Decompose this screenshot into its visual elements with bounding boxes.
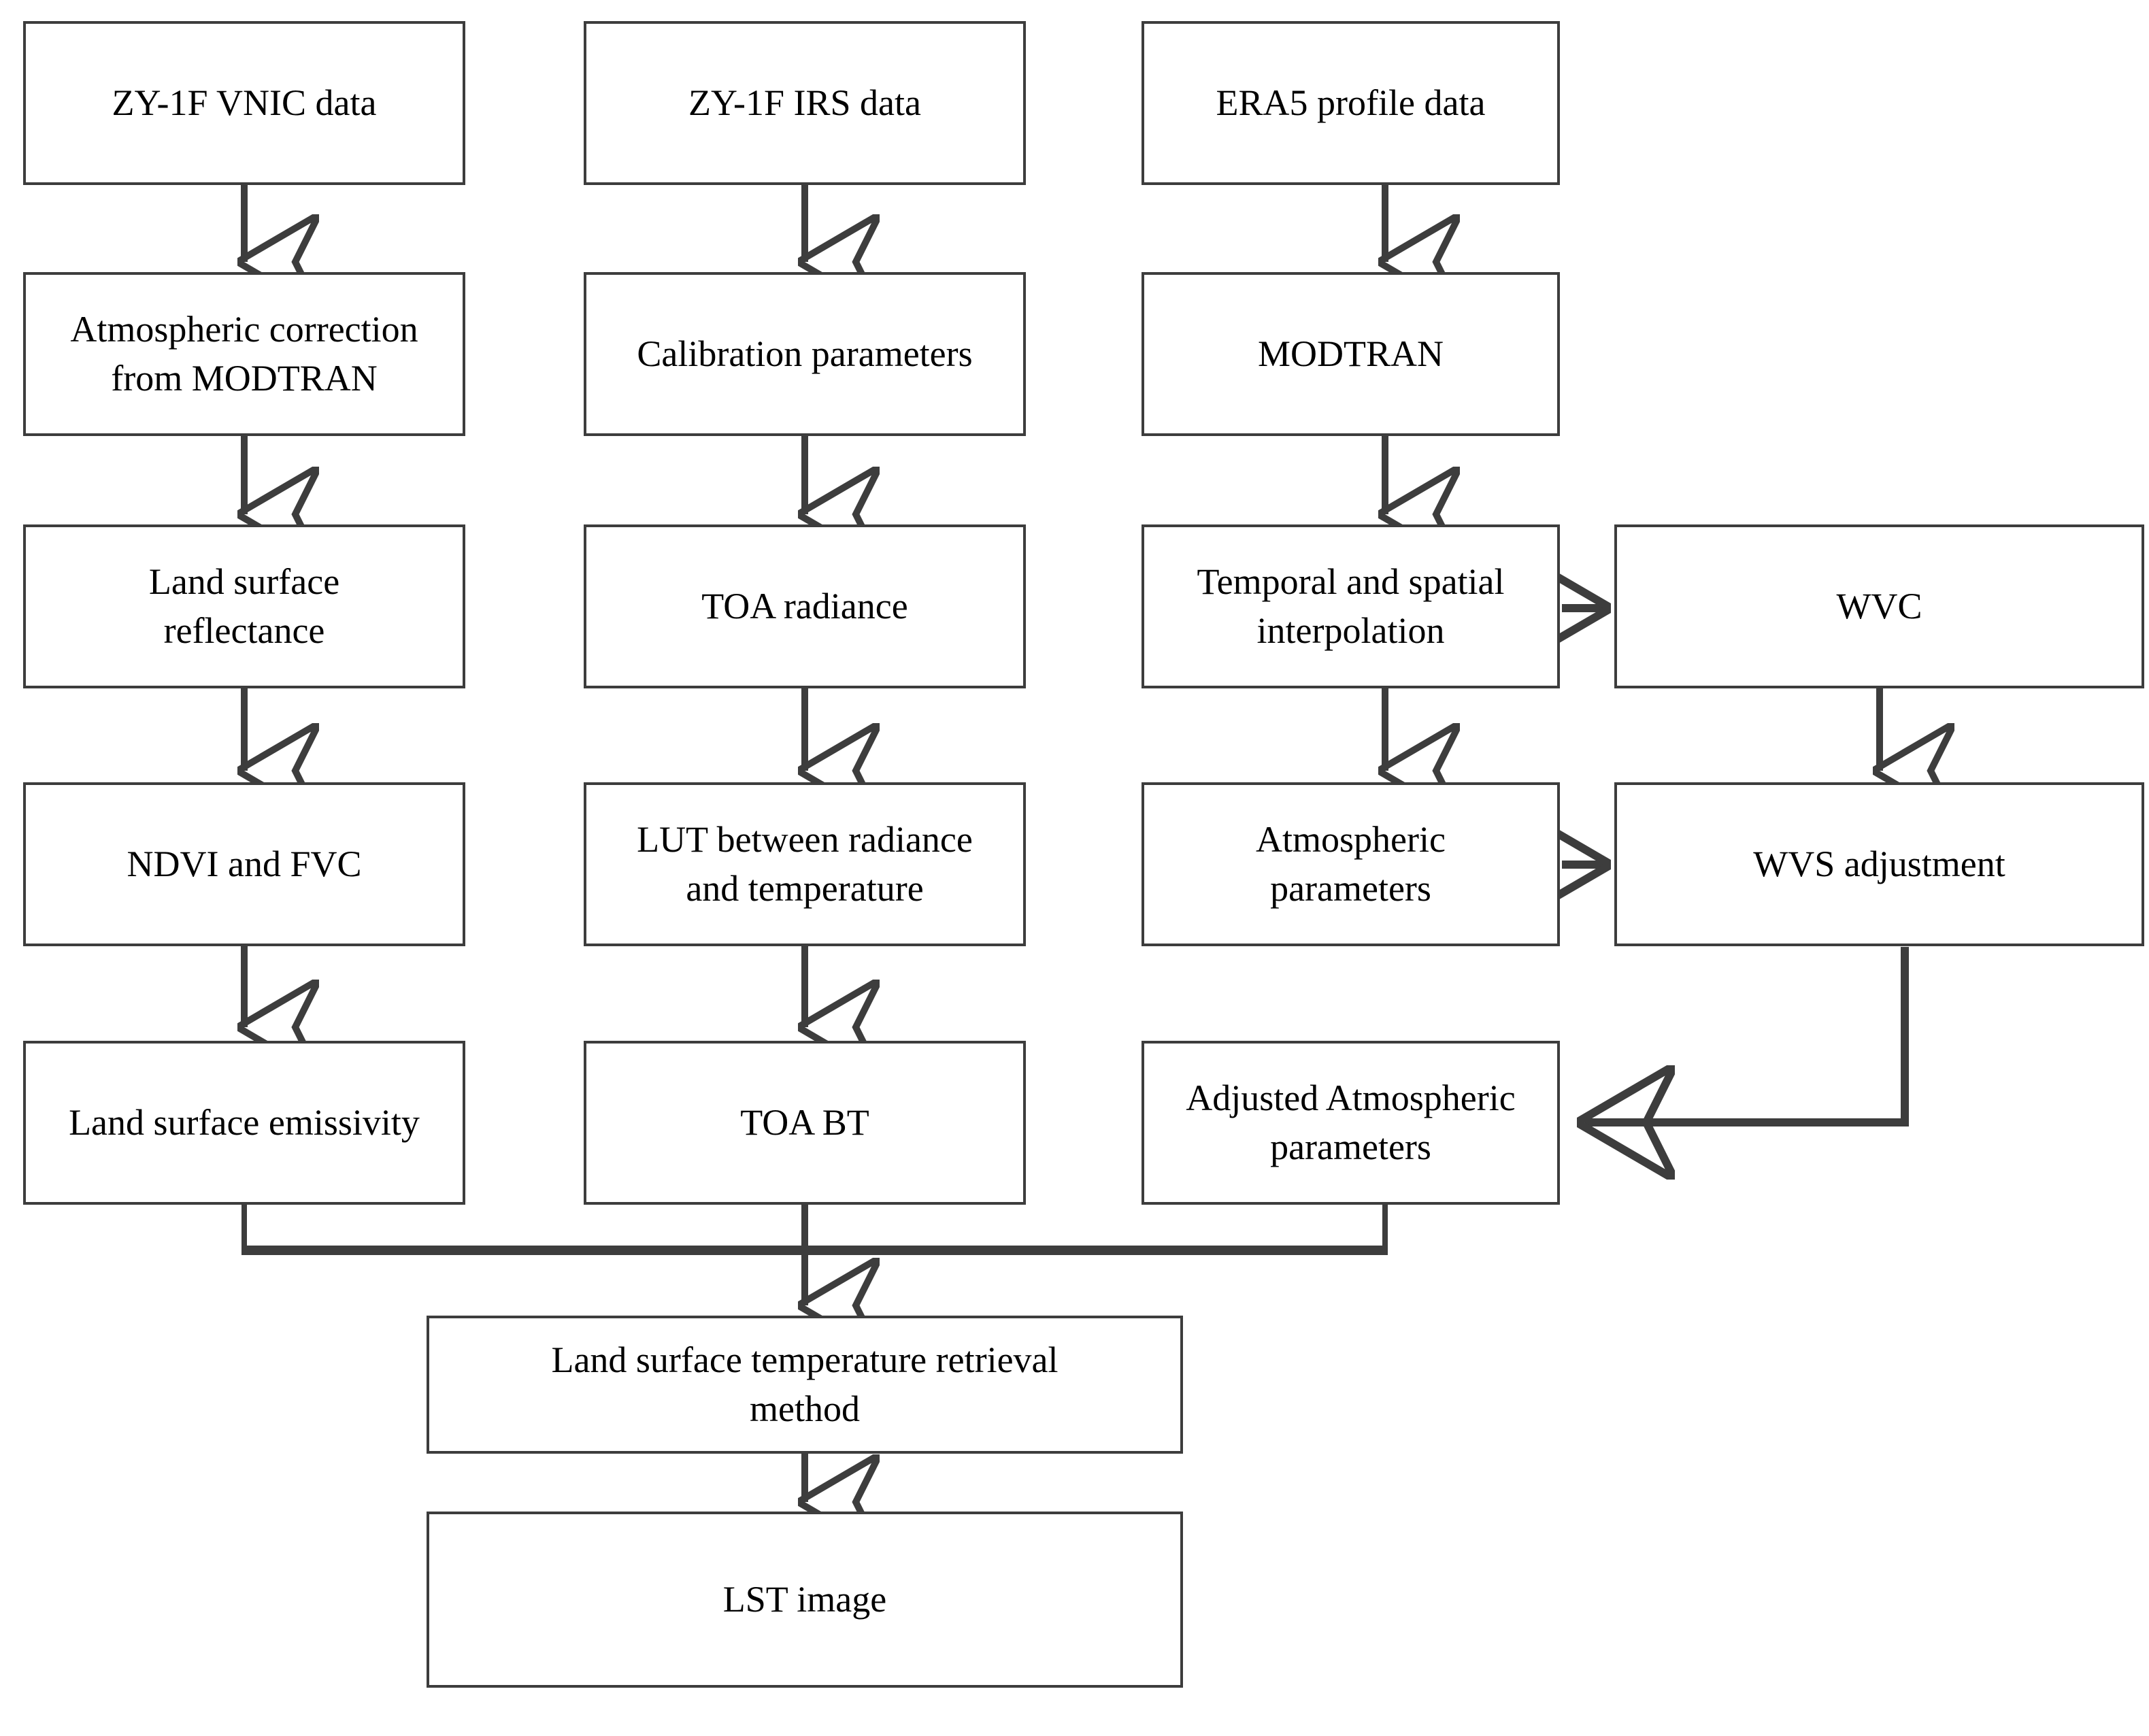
node-ndvi-and-fvc[interactable]: NDVI and FVC — [23, 782, 465, 946]
node-label: ZY-1F VNIC data — [112, 82, 377, 123]
node-label: LST image — [722, 1578, 887, 1620]
node-toa-bt[interactable]: TOA BT — [584, 1041, 1026, 1205]
node-irs-data[interactable]: ZY-1F IRS data — [584, 21, 1026, 185]
node-calibration-parameters[interactable]: Calibration parameters — [584, 272, 1026, 436]
node-adjusted-atmospheric-parameters[interactable]: Adjusted Atmospheric parameters — [1142, 1041, 1560, 1205]
node-label: Calibration parameters — [637, 333, 973, 374]
node-label: NDVI and FVC — [127, 843, 362, 884]
node-wvc[interactable]: WVC — [1614, 524, 2144, 688]
node-label: Land surface temperature retrieval metho… — [551, 1339, 1059, 1429]
node-label: LUT between radiance and temperature — [637, 819, 973, 909]
node-label: Land surface emissivity — [69, 1101, 420, 1143]
node-lst-image[interactable]: LST image — [427, 1512, 1183, 1688]
node-land-surface-emissivity[interactable]: Land surface emissivity — [23, 1041, 465, 1205]
edge-wvsadjustment-to-adjatmoparams — [1585, 947, 1909, 1122]
node-lut-radiance-temperature[interactable]: LUT between radiance and temperature — [584, 782, 1026, 946]
node-modtran[interactable]: MODTRAN — [1142, 272, 1560, 436]
node-land-surface-reflectance[interactable]: Land surface reflectance — [23, 524, 465, 688]
node-label: ERA5 profile data — [1216, 82, 1486, 123]
node-lst-retrieval-method[interactable]: Land surface temperature retrieval metho… — [427, 1316, 1183, 1454]
node-wvs-adjustment[interactable]: WVS adjustment — [1614, 782, 2144, 946]
node-label: MODTRAN — [1257, 333, 1444, 374]
node-label: Atmospheric parameters — [1256, 819, 1446, 909]
node-atmospheric-correction[interactable]: Atmospheric correction from MODTRAN — [23, 272, 465, 436]
node-label: ZY-1F IRS data — [688, 82, 921, 123]
node-label: Atmospheric correction from MODTRAN — [70, 309, 418, 399]
node-label: Temporal and spatial interpolation — [1197, 561, 1505, 651]
node-era5-profile-data[interactable]: ERA5 profile data — [1142, 21, 1560, 185]
node-label: WVS adjustment — [1753, 843, 2005, 884]
node-label: TOA BT — [740, 1101, 869, 1143]
node-vnic-data[interactable]: ZY-1F VNIC data — [23, 21, 465, 185]
node-label: WVC — [1836, 585, 1922, 627]
node-toa-radiance[interactable]: TOA radiance — [584, 524, 1026, 688]
node-temporal-spatial-interpolation[interactable]: Temporal and spatial interpolation — [1142, 524, 1560, 688]
node-atmospheric-parameters[interactable]: Atmospheric parameters — [1142, 782, 1560, 946]
node-label: Adjusted Atmospheric parameters — [1186, 1078, 1516, 1167]
node-label: TOA radiance — [701, 585, 908, 627]
node-label: Land surface reflectance — [148, 561, 340, 651]
